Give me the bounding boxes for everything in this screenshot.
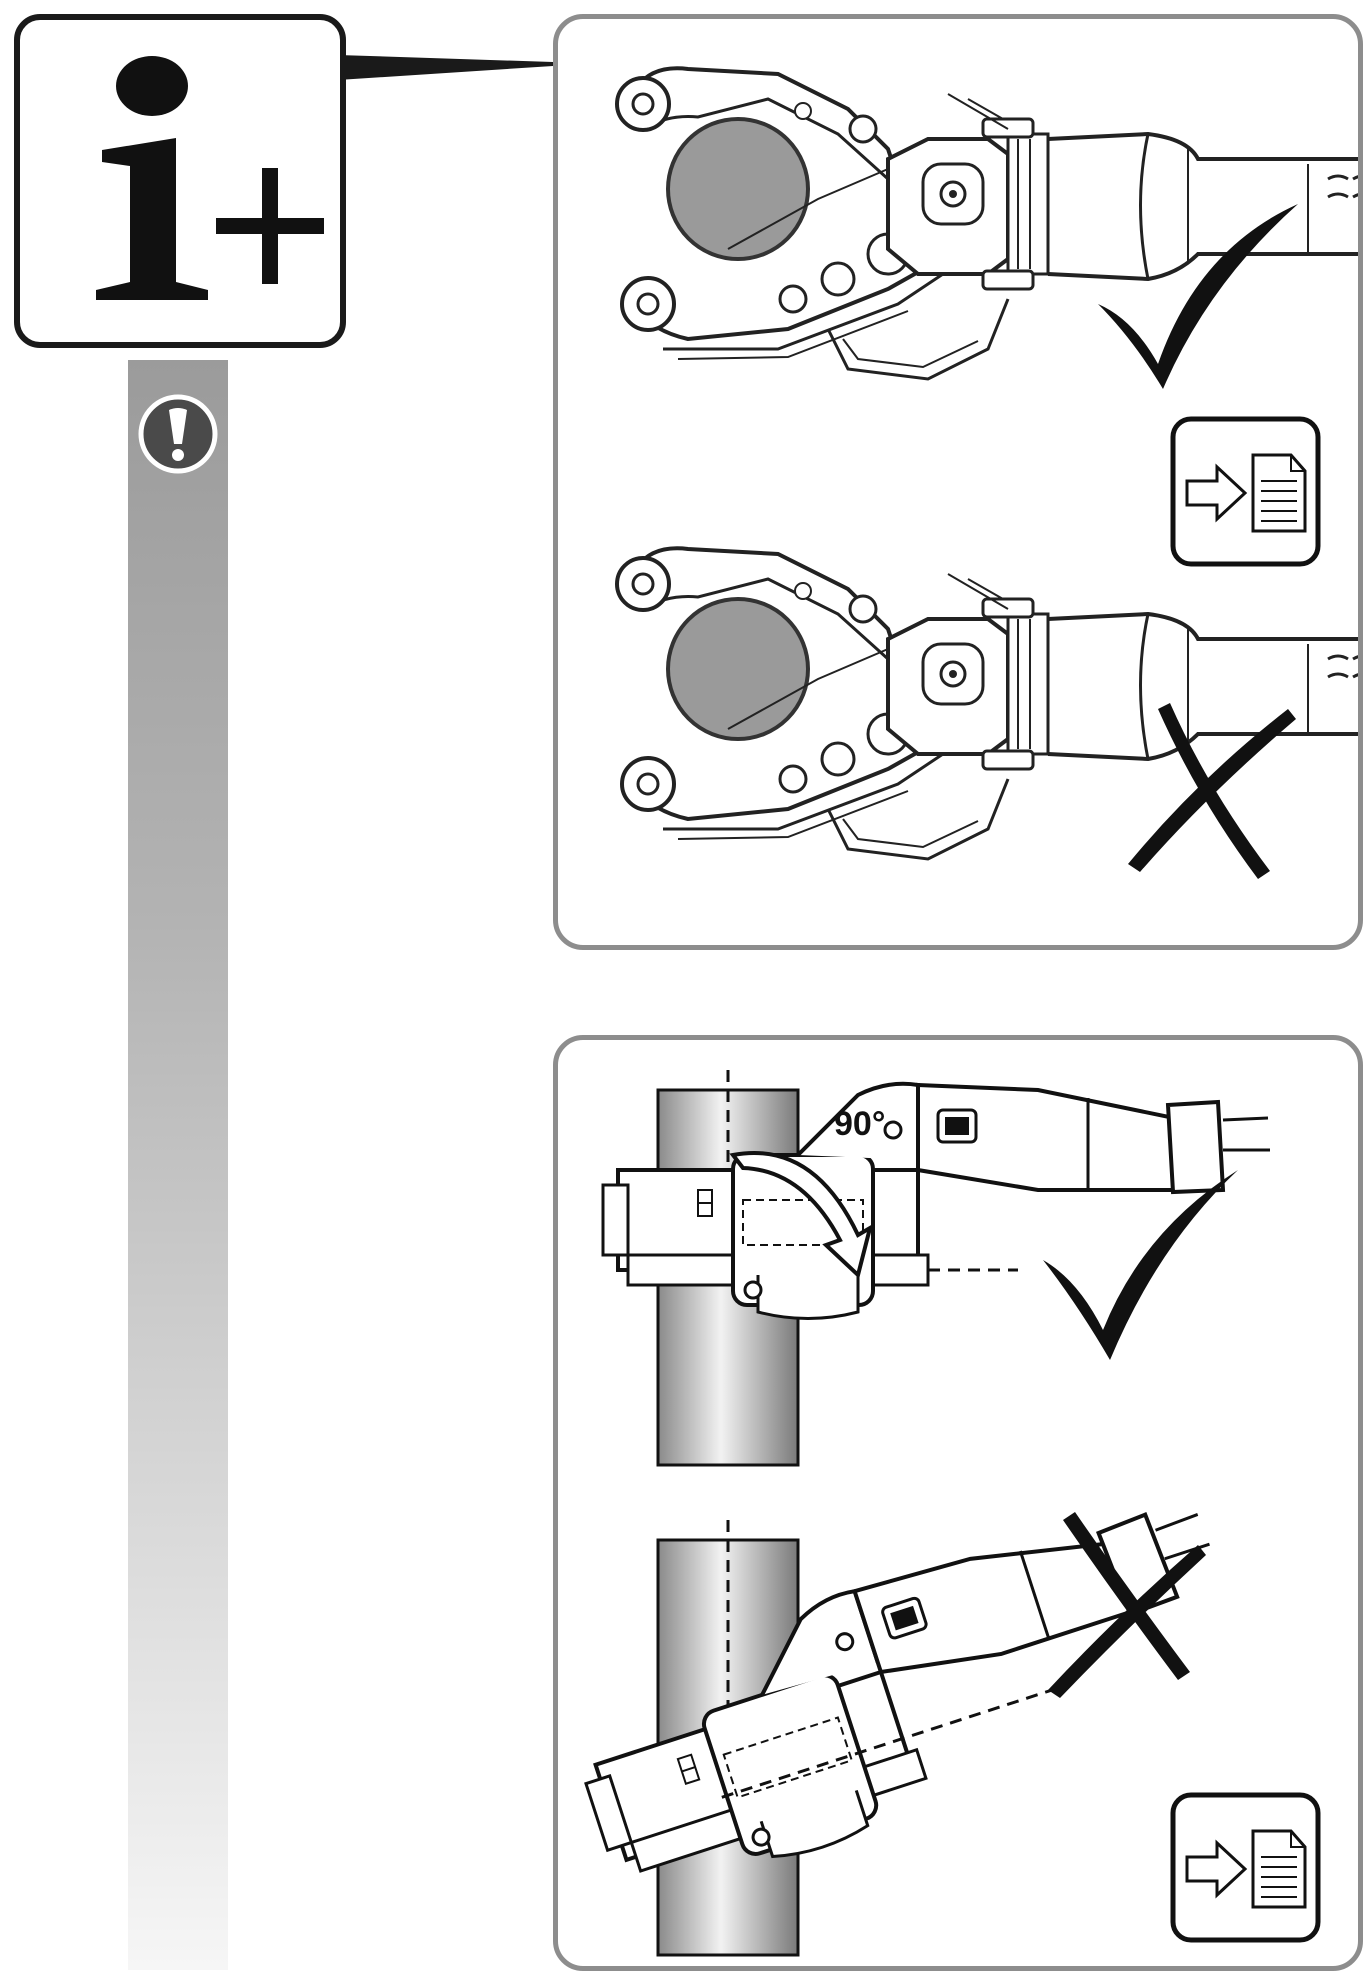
info-plus-box [14,14,346,348]
grinder-wrong-illustration [558,1479,1264,1913]
angle-arrow [729,1150,874,1279]
cross-mark-icon [1128,703,1296,879]
alignment-panel: 90° [553,1035,1363,1971]
document-arrow-icon [1170,1792,1321,1943]
alignment-illustration [558,1070,1321,1957]
angle-label: 90° [834,1105,886,1143]
clamp-position-panel [553,14,1363,950]
exclamation-icon [138,394,218,474]
clamp-illustration [615,66,1358,879]
clamp-wrong-illustration [615,546,1358,861]
check-mark-icon [1098,204,1298,389]
clamp-correct-illustration [615,66,1358,382]
check-mark-icon [1043,1170,1238,1360]
cross-mark-icon [1048,1512,1206,1698]
warning-bar [128,360,228,1970]
info-plus-icon [96,56,324,300]
document-arrow-icon [1173,419,1318,564]
